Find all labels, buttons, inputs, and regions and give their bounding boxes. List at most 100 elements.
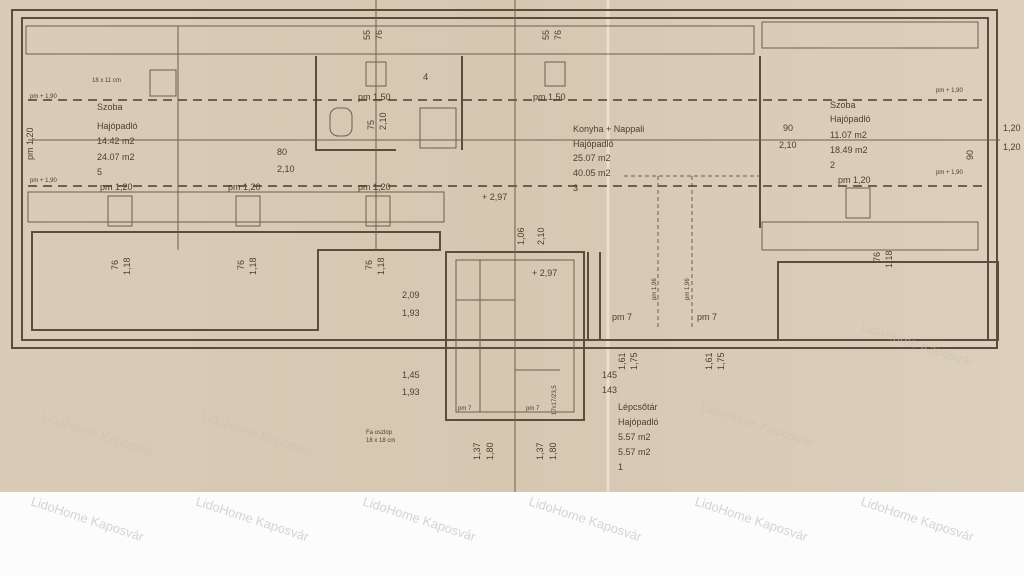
dimension-label: 2,10	[378, 112, 388, 130]
room-area-gross: 18.49 m2	[830, 145, 868, 155]
dimension-label: 17x17/23,5	[552, 385, 558, 415]
eave-right	[761, 21, 979, 49]
dimension-label: 75	[366, 120, 376, 130]
dimension-label: 76	[110, 260, 120, 270]
dimension-label: 90	[965, 150, 975, 160]
roof-windows	[107, 61, 871, 227]
eave-left	[25, 25, 755, 55]
dimension-label: pm 1,96	[652, 278, 658, 300]
dimension-label: pm 1,20	[25, 127, 35, 160]
dimension-label: pm + 1,90	[936, 88, 964, 94]
dimension-label: pm 7	[697, 312, 717, 322]
dimension-annotations: 18 x 11 cm pm + 1,90 pm + 1,90 pm + 1,90…	[25, 30, 1021, 460]
watermark: LidoHome Kaposvár	[693, 494, 810, 545]
watermark: LidoHome Kaposvár	[859, 494, 976, 545]
dimension-label: 90	[783, 123, 793, 133]
dimension-label: pm 1,20	[100, 182, 133, 192]
storage-right	[777, 261, 999, 341]
dimension-label: 1,37	[535, 442, 545, 460]
room-label-1: Lépcsőtár Hajópadló 5.57 m2 5.57 m2 1	[618, 402, 659, 472]
dimension-label: 1,45	[402, 370, 420, 380]
room-name: Konyha + Nappali	[573, 124, 644, 134]
room-number: 5	[97, 167, 102, 177]
storage-left	[31, 231, 441, 331]
watermark: LidoHome Kaposvár	[199, 409, 316, 460]
dimension-label: pm 1,96	[685, 278, 691, 300]
dimension-label: pm + 1,90	[936, 170, 964, 176]
room-label-2: Szoba Hajópadló 11.07 m2 18.49 m2 2	[830, 100, 871, 170]
watermark: LidoHome Kaposvár	[699, 399, 816, 450]
toilet	[329, 107, 353, 137]
dimension-label: pm 1,50	[358, 92, 391, 102]
dimension-label: 1,06	[516, 227, 526, 245]
room-name: Szoba	[97, 102, 123, 112]
dimension-label: 145	[602, 370, 617, 380]
room-floor: Hajópadló	[830, 114, 871, 124]
dimension-label: 1,61	[704, 352, 714, 370]
dimension-label: pm 1,20	[838, 175, 871, 185]
watermark: LidoHome Kaposvár	[361, 494, 478, 545]
dimension-label: 2,09	[402, 290, 420, 300]
room-label-3: Konyha + Nappali Hajópadló 25.07 m2 40.0…	[573, 124, 644, 193]
room-floor: Hajópadló	[573, 139, 614, 149]
room-area-net: 25.07 m2	[573, 153, 611, 163]
dimension-label: Fa oszlop	[366, 430, 393, 436]
room-name: Szoba	[830, 100, 856, 110]
room-label-5: Szoba Hajópadló 14.42 m2 24.07 m2 5	[97, 102, 138, 177]
dimension-label: 76	[374, 30, 384, 40]
dimension-label: 1,61	[617, 352, 627, 370]
dimension-label: 1,18	[884, 250, 894, 268]
room-area-gross: 5.57 m2	[618, 447, 651, 457]
watermark: LidoHome Kaposvár	[194, 494, 311, 545]
dimension-label: 1,93	[402, 308, 420, 318]
room-number-4: 4	[423, 72, 428, 83]
dimension-label: 76	[236, 260, 246, 270]
dimension-label: pm 7	[458, 406, 472, 412]
white-strip	[0, 492, 1024, 576]
shower	[419, 107, 457, 149]
dimension-label: 1,18	[376, 257, 386, 275]
dimension-label: 18 x 18 cm	[366, 438, 395, 444]
room-floor: Hajópadló	[618, 417, 659, 427]
dimension-label: 1,80	[485, 442, 495, 460]
room-name: Lépcsőtár	[618, 402, 658, 412]
dimension-label: 18 x 11 cm	[92, 78, 121, 84]
dimension-label: 1,20	[1003, 123, 1021, 133]
room-area-net: 5.57 m2	[618, 432, 651, 442]
dimension-label: 2,10	[277, 164, 295, 174]
room-number: 3	[573, 183, 578, 193]
knee-wall-right	[761, 221, 979, 251]
dormer-outline	[624, 175, 760, 330]
watermark: LidoHome Kaposvár	[527, 494, 644, 545]
dimension-label: 55	[541, 30, 551, 40]
dimension-label: 76	[553, 30, 563, 40]
dimension-label: pm + 1,90	[30, 94, 58, 100]
room-area-gross: 24.07 m2	[97, 152, 135, 162]
dimension-label: 1,80	[548, 442, 558, 460]
dimension-label: 55	[362, 30, 372, 40]
dimension-label: pm + 1,90	[30, 178, 58, 184]
room-floor: Hajópadló	[97, 121, 138, 131]
dimension-label: + 2,97	[482, 192, 507, 202]
watermark: LidoHome Kaposvár	[39, 409, 156, 460]
interior-walls	[315, 56, 761, 228]
room-number: 1	[618, 462, 623, 472]
dimension-label: 76	[364, 260, 374, 270]
dimension-label: pm 1,50	[533, 92, 566, 102]
room-area-net: 11.07 m2	[830, 130, 867, 140]
room-area-gross: 40.05 m2	[573, 168, 611, 178]
dimension-label: 1,75	[716, 352, 726, 370]
stair-railing	[587, 252, 778, 341]
room-number: 2	[830, 160, 835, 170]
dimension-label: 1,93	[402, 387, 420, 397]
dimension-label: 76	[872, 252, 882, 262]
outer-wall	[11, 9, 998, 349]
dimension-label: pm 7	[526, 406, 540, 412]
dimension-label: 1,18	[248, 257, 258, 275]
dimension-label: pm 7	[612, 312, 632, 322]
dimension-label: 1,20	[1003, 142, 1021, 152]
dimension-label: + 2,97	[532, 268, 557, 278]
dimension-label: pm 1,20	[228, 182, 261, 192]
